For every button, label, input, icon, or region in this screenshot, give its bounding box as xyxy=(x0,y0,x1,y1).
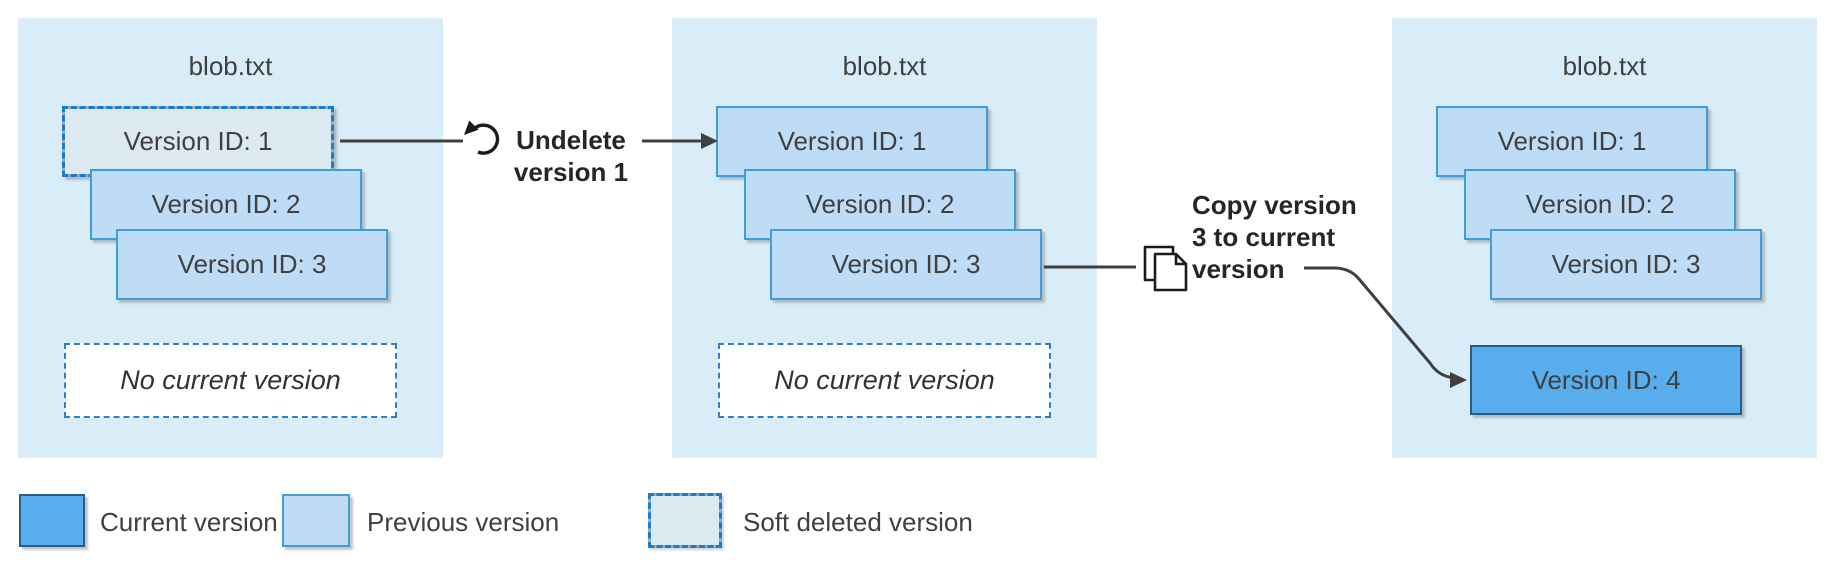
version-label: Version ID: 3 xyxy=(1551,249,1701,279)
version-label: Version ID: 1 xyxy=(777,126,927,156)
blob-title: blob.txt xyxy=(842,51,927,81)
no-current-version-box: No current version xyxy=(64,343,397,418)
legend-label-current: Current version xyxy=(100,507,278,537)
version-box-soft-deleted: Version ID: 1 xyxy=(62,106,334,177)
undelete-annotation: Undelete version 1 xyxy=(495,124,647,188)
legend-swatch-previous xyxy=(282,494,350,547)
version-box-previous: Version ID: 3 xyxy=(770,229,1042,300)
legend-swatch-soft-deleted xyxy=(648,493,722,548)
version-box-previous: Version ID: 1 xyxy=(1436,106,1708,177)
legend-label-previous: Previous version xyxy=(367,507,560,537)
blob-title: blob.txt xyxy=(1562,51,1647,81)
copy-icon xyxy=(1143,245,1188,292)
version-box-previous: Version ID: 2 xyxy=(90,169,362,240)
undelete-annotation-line2: version 1 xyxy=(513,157,629,187)
version-label: Version ID: 2 xyxy=(805,189,955,219)
copy-annotation-line1: Copy version xyxy=(1192,190,1357,220)
no-current-version-label: No current version xyxy=(120,365,341,395)
version-label: Version ID: 1 xyxy=(123,126,273,156)
legend-label-soft-deleted: Soft deleted version xyxy=(743,507,973,537)
version-box-previous: Version ID: 3 xyxy=(116,229,388,300)
version-label: Version ID: 3 xyxy=(177,249,327,279)
version-box-previous: Version ID: 1 xyxy=(716,106,988,177)
blob-panel-1: blob.txt Version ID: 1 Version ID: 2 Ver… xyxy=(18,18,443,458)
version-label: Version ID: 2 xyxy=(1525,189,1675,219)
version-label: Version ID: 4 xyxy=(1531,364,1681,395)
blob-panel-3: blob.txt Version ID: 1 Version ID: 2 Ver… xyxy=(1392,18,1817,458)
copy-annotation: Copy version 3 to current version xyxy=(1192,189,1382,285)
version-box-previous: Version ID: 3 xyxy=(1490,229,1762,300)
undo-icon xyxy=(464,120,500,155)
version-label: Version ID: 3 xyxy=(831,249,981,279)
copy-annotation-line3: version xyxy=(1192,254,1285,284)
no-current-version-label: No current version xyxy=(774,365,995,395)
blob-panel-2: blob.txt Version ID: 1 Version ID: 2 Ver… xyxy=(672,18,1097,458)
legend-swatch-soft-dashes xyxy=(648,493,722,548)
blob-title: blob.txt xyxy=(188,51,273,81)
version-box-current: Version ID: 4 xyxy=(1470,345,1742,415)
undelete-annotation-line1: Undelete xyxy=(516,125,626,155)
version-box-previous: Version ID: 2 xyxy=(1464,169,1736,240)
copy-annotation-line2: 3 to current xyxy=(1192,222,1336,252)
legend-swatch-current xyxy=(19,494,85,547)
no-current-version-box: No current version xyxy=(718,343,1051,418)
version-label: Version ID: 2 xyxy=(151,189,301,219)
version-label: Version ID: 1 xyxy=(1497,126,1647,156)
